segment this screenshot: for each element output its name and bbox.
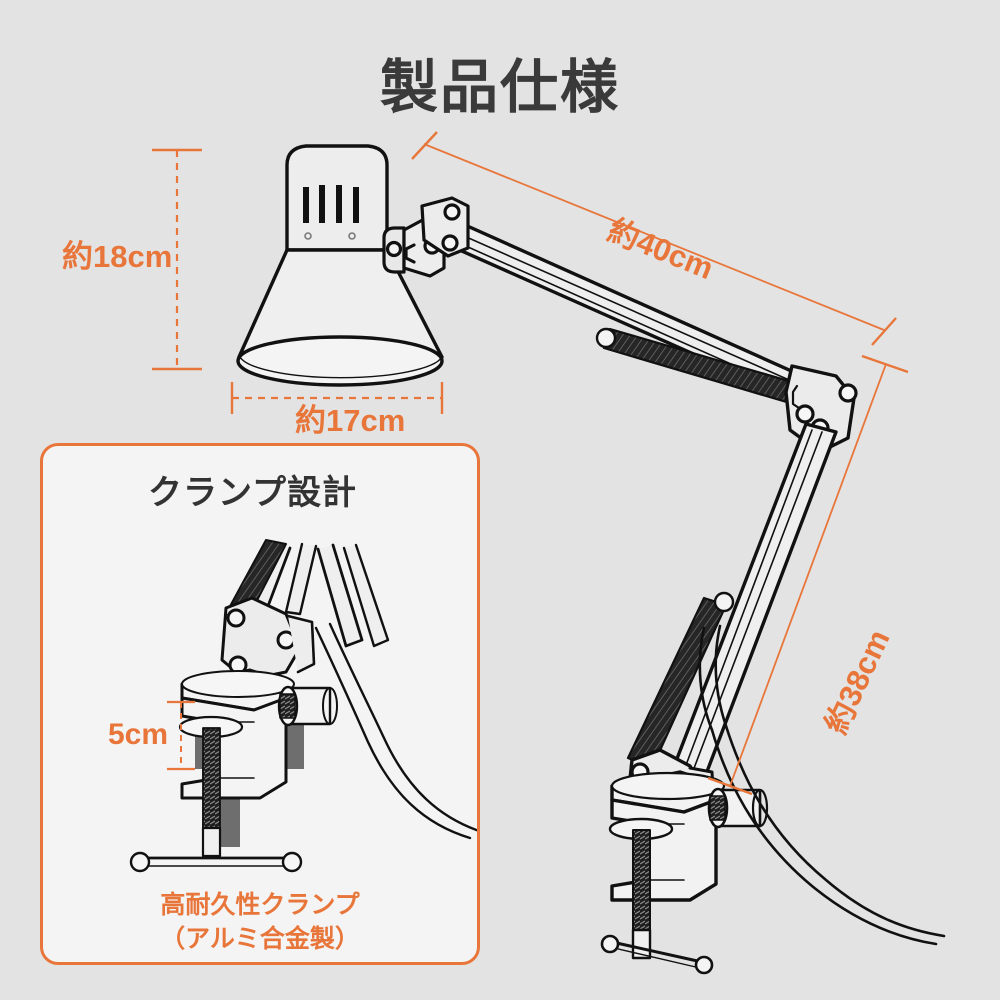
power-cord bbox=[710, 724, 946, 946]
inset-caption-line-2: （アルミ合金製） bbox=[160, 925, 360, 953]
page-title: 製品仕様 bbox=[379, 55, 620, 120]
inset-caption-line-1: 高耐久性クランプ bbox=[160, 891, 360, 919]
inset-base-pivot bbox=[220, 596, 316, 682]
cord-upper-run bbox=[698, 624, 728, 732]
dimension-label-shade-width: 約17cm bbox=[295, 403, 406, 438]
inset-c-clamp bbox=[178, 668, 295, 800]
dimension-40cm bbox=[411, 131, 897, 346]
vent-slots bbox=[303, 185, 359, 223]
inset-title: クランプ設計 bbox=[148, 474, 357, 512]
clamp-t-handle bbox=[600, 934, 714, 975]
dimension-18cm bbox=[152, 148, 202, 371]
inset-clamp-t-handle bbox=[129, 851, 303, 873]
shade-rivets bbox=[304, 232, 356, 240]
dimension-label-clamp-opening: 5cm bbox=[108, 718, 169, 751]
lamp-shade bbox=[236, 144, 444, 387]
inset-clamp-screw bbox=[201, 727, 222, 858]
dimension-label-shade-height: 約18cm bbox=[62, 239, 173, 274]
dimension-38cm bbox=[707, 354, 909, 796]
dimension-17cm bbox=[230, 382, 444, 414]
inset-thumb-knob bbox=[277, 685, 338, 727]
inset-caption: 高耐久性クランプ （アルミ合金製） bbox=[60, 888, 460, 956]
dimension-5cm bbox=[167, 700, 195, 771]
inset-power-cord bbox=[314, 622, 477, 840]
